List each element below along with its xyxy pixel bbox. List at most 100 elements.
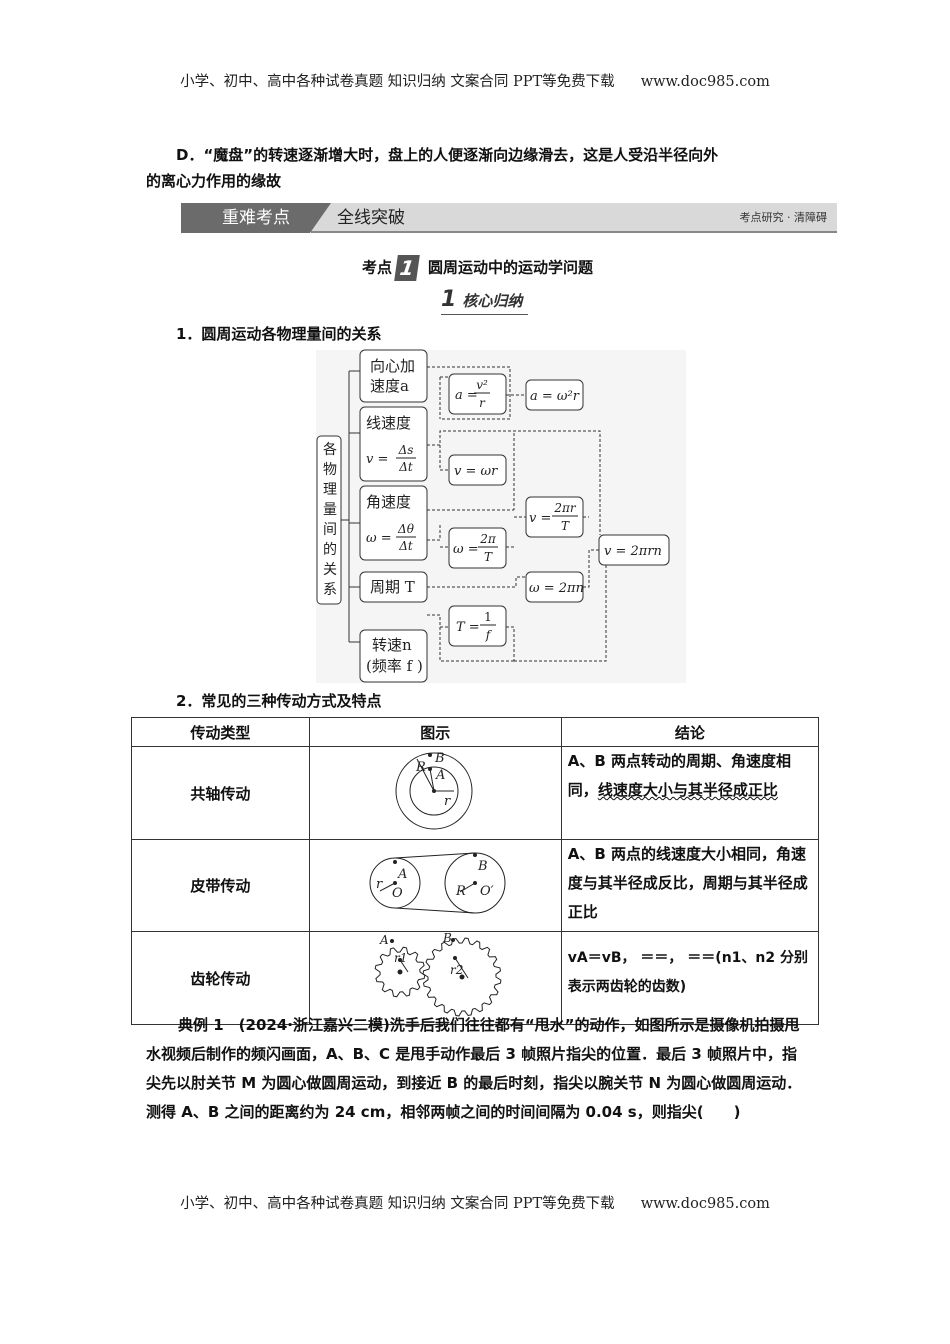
formula-a-v2r: a = [455, 388, 478, 403]
root-char-5: 的 [323, 542, 337, 558]
table-row: 共轴传动 R B A r A、B 两点转动的周期、角速度相同，线速度大小 [131, 746, 820, 840]
hexin-number: 1 [441, 287, 457, 312]
period-label: 周期 T [370, 578, 415, 596]
footer-text: 小学、初中、高中各种试卷真题 知识归纳 文案合同 PPT等免费下载 [180, 1196, 615, 1212]
table-header-conclusion: 结论 [560, 717, 820, 747]
header-text: 小学、初中、高中各种试卷真题 知识归纳 文案合同 PPT等免费下载 [180, 74, 615, 90]
lin-label-2: v = [366, 452, 388, 467]
formula-v-2pir-T: v = [529, 511, 551, 526]
frac-ds: Δs [398, 443, 414, 457]
gear-label-r2: r2 [450, 963, 463, 977]
banner-middle-label: 全线突破 [337, 208, 405, 228]
hexin-heading: 1 核心归纳 [441, 287, 529, 315]
table-header-type: 传动类型 [131, 717, 310, 747]
section1-title: 1．圆周运动各物理量间的关系 [176, 325, 382, 343]
ang-label-1: 角速度 [366, 493, 411, 511]
gear-label-B: B [442, 932, 452, 945]
root-char-2: 理 [323, 482, 337, 498]
frac-v2-den: r [479, 396, 486, 410]
lin-label-1: 线速度 [366, 414, 411, 432]
formula-w-2pin: ω = 2πn [529, 581, 584, 596]
belt-label-B: B [477, 859, 488, 874]
frac-one: 1 [484, 610, 492, 624]
belt-label-A: A [397, 867, 407, 882]
ang-label-2: ω = [366, 531, 392, 546]
accel-label-1: 向心加 [370, 357, 415, 375]
row3-figure: A r1 B r2 [308, 931, 562, 1025]
label-r: r [444, 794, 451, 809]
banner-left-label: 重难考点 [181, 203, 331, 233]
belt-label-R: R [455, 884, 466, 899]
frac-f: f [485, 628, 493, 642]
belt-label-O2: O′ [480, 884, 494, 899]
belt-label-r: r [376, 877, 383, 892]
example-paragraph: 典例 1 (2024·浙江嘉兴二模)洗手后我们往往都有“甩水”的动作，如图所示是… [146, 1016, 802, 1121]
table-header-row: 传动类型 图示 结论 [131, 717, 820, 747]
gear-center [397, 969, 403, 975]
table-header-figure: 图示 [308, 717, 562, 747]
frac-dt2: Δt [398, 539, 413, 553]
row3-type: 齿轮传动 [131, 931, 310, 1025]
table-row: 齿轮传动 A r1 B r2 vA＝vB， ＝＝， ＝＝(n1、n2 分别表 [131, 931, 820, 1025]
frac-T2: T [484, 550, 493, 564]
kaodian-number: 1 [394, 255, 420, 281]
coaxial-figure: R B A r [395, 751, 473, 830]
kaodian-prefix: 考点 [362, 258, 393, 277]
section-banner: 重难考点 全线突破 考点研究 · 清障碍 [181, 203, 837, 233]
row2-figure: A r O B R O′ [308, 839, 562, 932]
frac-dt: Δt [398, 460, 413, 474]
speed-label-2: (频率 f ) [366, 657, 423, 675]
row2-conclusion: A、B 两点的线速度大小相同，角速度与其半径成反比，周期与其半径成正比 [560, 839, 820, 932]
row3-conclusion: vA＝vB， ＝＝， ＝＝(n1、n2 分别表示两齿轮的齿数) [560, 931, 820, 1025]
gear-label-r1: r1 [394, 951, 407, 965]
row1-type: 共轴传动 [131, 746, 310, 840]
gear-outline [374, 946, 426, 998]
formula-a-w2r: a = ω²r [530, 389, 580, 404]
row1-figure: R B A r [308, 746, 562, 840]
gear-outline [422, 937, 502, 1017]
belt-figure: A r O B R O′ [369, 852, 506, 914]
gear-center [459, 974, 465, 980]
relation-diagram: 各 物 理 量 间 的 关 系 向心加 速度a 线速度 v = 角速度 ω = … [316, 349, 686, 683]
frac-dtheta: Δθ [397, 522, 415, 536]
gear-label-A: A [379, 933, 389, 947]
speed-label-1: 转速n [372, 636, 412, 654]
option-d-line2: 的离心力作用的缘故 [146, 172, 282, 190]
root-char-7: 系 [323, 582, 337, 598]
row1-conclusion: A、B 两点转动的周期、角速度相同，线速度大小与其半径成正比 [560, 746, 820, 840]
gear-figure: A r1 B r2 [374, 931, 502, 1017]
row1-conclusion-underlined: 线速度大小与其半径成正比 [597, 781, 778, 799]
formula-v-2pirn: v = 2πrn [604, 544, 662, 559]
formula-w-2pi-T: ω = [453, 542, 479, 557]
formula-T-1f: T = [456, 620, 480, 635]
section2-title: 2．常见的三种传动方式及特点 [176, 692, 382, 710]
frac-2pir: 2πr [553, 501, 577, 515]
frac-T1: T [561, 519, 570, 533]
footer-site: www.doc985.com [640, 1196, 770, 1212]
kaodian-title: 圆周运动中的运动学问题 [428, 258, 594, 277]
frac-2pi: 2π [479, 532, 497, 546]
page-header: 小学、初中、高中各种试卷真题 知识归纳 文案合同 PPT等免费下载 www.doc… [0, 70, 950, 91]
label-A: A [435, 768, 445, 783]
page-footer: 小学、初中、高中各种试卷真题 知识归纳 文案合同 PPT等免费下载 www.doc… [0, 1192, 950, 1213]
transmission-table: 传动类型 图示 结论 共轴传动 R B A r [131, 717, 820, 1025]
banner-bar [311, 203, 837, 233]
root-char-3: 量 [323, 502, 337, 518]
frac-v2-num: v² [476, 378, 488, 392]
formula-v-wr: v = ωr [454, 464, 498, 479]
hexin-label: 核心归纳 [462, 292, 523, 310]
header-site: www.doc985.com [640, 74, 770, 90]
option-d-line1: D．“魔盘”的转速逐渐增大时，盘上的人便逐渐向边缘滑去，这是人受沿半径向外 [176, 146, 719, 164]
accel-label-2: 速度a [370, 377, 409, 395]
root-char-0: 各 [323, 442, 337, 458]
label-R: R [415, 760, 426, 775]
root-char-4: 间 [323, 522, 337, 538]
row1-conclusion-text: A、B 两点转动的周期、角速度相同， [567, 752, 792, 799]
table-row: 皮带传动 A r O B R O′ [131, 839, 820, 932]
label-B: B [434, 751, 445, 766]
root-char-1: 物 [323, 462, 337, 478]
banner-right-label: 考点研究 · 清障碍 [739, 211, 828, 224]
root-char-6: 关 [323, 562, 337, 578]
row2-type: 皮带传动 [131, 839, 310, 932]
